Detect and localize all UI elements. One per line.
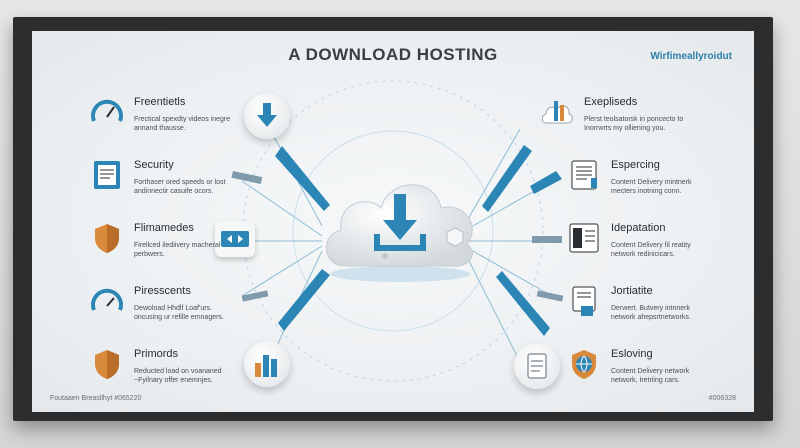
file-bubble[interactable] <box>514 343 560 389</box>
transfer-icon <box>221 231 249 247</box>
feature-desc: Forthaser ored speeds or lost andinnecti… <box>134 179 226 195</box>
feature-desc: Frectical spexdty videos inegre annand t… <box>134 116 231 132</box>
cloud-bars-icon <box>541 101 573 124</box>
feature-title: Exepliseds <box>584 96 638 108</box>
document-icon <box>572 286 596 316</box>
feature-title: Piresscents <box>134 285 191 297</box>
feature-title: Flimamedes <box>134 222 194 234</box>
feature-title: Esloving <box>611 348 653 360</box>
download-icon <box>257 103 277 127</box>
gauge-icon <box>91 99 123 122</box>
feature-desc: Content Delivery fil reatity network red… <box>611 242 691 258</box>
document-icon <box>569 223 599 253</box>
feature-title: Freentietls <box>134 96 186 108</box>
analytics-bubble[interactable] <box>244 341 290 387</box>
feature-title: Primords <box>134 348 179 360</box>
file-icon <box>527 353 547 379</box>
feature-desc: Firellced ilediivery macheral perbwers. <box>134 242 221 258</box>
page-title: A DOWNLOAD HOSTING <box>288 45 498 64</box>
gauge-icon <box>91 288 123 311</box>
document-icon <box>571 160 597 190</box>
connector-lines <box>231 80 564 382</box>
feature-desc: Reducted load on voananed ~Fyilnary offe… <box>134 368 222 384</box>
shield-icon <box>95 350 119 379</box>
transfer-square[interactable] <box>215 221 255 257</box>
feature-title: Espercing <box>611 159 660 171</box>
shield-icon <box>95 224 119 253</box>
footer-right: #006328 <box>708 395 736 402</box>
feature-desc: Content Delivery network network, Iretri… <box>611 368 690 384</box>
feature-desc: Plerst teolsatorsk in poncecto to Inorrw… <box>584 116 684 132</box>
document-icon <box>94 161 120 189</box>
feature-desc: Content Delivery mintnerk mecters inotni… <box>611 179 692 195</box>
bar-chart-icon <box>255 355 277 377</box>
cloud-download-icon <box>325 184 473 282</box>
feature-title: Jortiatite <box>611 285 653 297</box>
feature-title: Idepatation <box>611 222 666 234</box>
brand-label: Wirfimeallyroidut <box>650 51 732 62</box>
feature-title: Security <box>134 159 174 171</box>
footer-left: Foutaaen Breasllhyt #065220 <box>50 395 142 402</box>
infographic-canvas: A DOWNLOAD HOSTING Wirfimeallyroidut Fre… <box>32 31 754 412</box>
globe-shield-icon <box>572 350 596 379</box>
feature-desc: Derwert. Butvery intnnerk network ahepsr… <box>611 305 691 321</box>
feature-desc: Dewoload Hhdlf Loaf'urs. oncusing ur ref… <box>134 305 224 321</box>
download-bubble[interactable] <box>244 93 290 139</box>
